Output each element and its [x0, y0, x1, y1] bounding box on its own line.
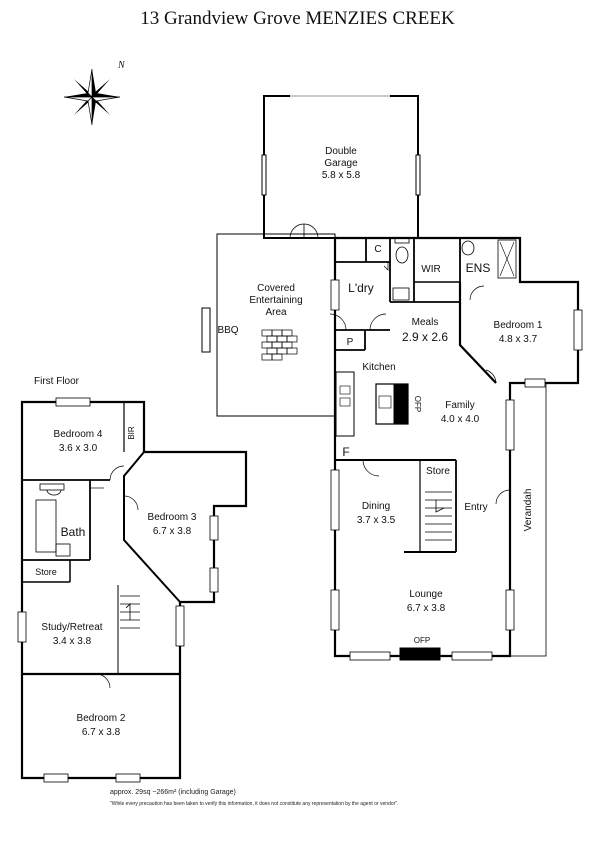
ofp-lounge-label: OFP	[414, 636, 430, 645]
page-title: 13 Grandview Grove MENZIES CREEK	[140, 8, 455, 29]
cupboard-label: C	[374, 244, 381, 255]
meals-label: Meals	[412, 317, 439, 328]
garage-label-line1: Double	[325, 146, 357, 157]
bath-label: Bath	[61, 525, 86, 539]
ofp-kitchen-label: OFP	[413, 396, 422, 412]
bedroom-2-size: 6.7 x 3.8	[82, 727, 121, 738]
dining-size: 3.7 x 3.5	[357, 515, 396, 526]
floor-area-note: approx. 29sq ~266m² (including Garage)	[110, 789, 236, 796]
first-floor-label: First Floor	[34, 376, 79, 387]
f-label: F	[342, 445, 349, 459]
bbq-brick-icon	[261, 329, 298, 361]
study-size: 3.4 x 3.8	[53, 636, 92, 647]
wir-label: WIR	[421, 264, 440, 275]
meals-size: 2.9 x 2.6	[402, 330, 448, 344]
bedroom-3-label: Bedroom 3	[148, 512, 197, 523]
bedroom-4-label: Bedroom 4	[54, 429, 103, 440]
compass-rose-icon	[63, 68, 121, 126]
pantry-label: P	[347, 337, 354, 348]
lounge-label: Lounge	[409, 589, 443, 600]
first-floor-outer-walls	[20, 400, 248, 676]
entry-label: Entry	[464, 502, 487, 513]
laundry-label: L'dry	[348, 281, 374, 295]
bedroom-1-label: Bedroom 1	[494, 320, 543, 331]
bir-label: BIR	[127, 426, 136, 440]
study-label: Study/Retreat	[41, 622, 102, 633]
entertaining-label-line2: Entertaining	[249, 295, 302, 306]
bedroom-2-label: Bedroom 2	[77, 713, 126, 724]
store-first-label: Store	[35, 567, 57, 577]
north-label: N	[118, 60, 125, 71]
entertaining-label-line1: Covered	[257, 283, 295, 294]
bedroom-4-size: 3.6 x 3.0	[59, 443, 98, 454]
lounge-size: 6.7 x 3.8	[407, 603, 446, 614]
verandah-label: Verandah	[523, 489, 534, 532]
bedroom-1-size: 4.8 x 3.7	[499, 334, 538, 345]
disclaimer-note: "While every precaution has been taken t…	[110, 801, 399, 807]
entertaining-label-line3: Area	[265, 307, 287, 318]
garage-size: 5.8 x 5.8	[322, 170, 361, 181]
family-size: 4.0 x 4.0	[441, 414, 480, 425]
family-label: Family	[445, 400, 474, 411]
dining-label: Dining	[362, 501, 390, 512]
bbq-label: BBQ	[217, 325, 238, 336]
ens-label: ENS	[466, 261, 491, 275]
kitchen-label: Kitchen	[362, 362, 395, 373]
garage-label-line2: Garage	[324, 158, 358, 169]
store-ground-label: Store	[426, 466, 450, 477]
bedroom-3-size: 6.7 x 3.8	[153, 526, 192, 537]
ground-floor-outer-walls	[333, 236, 580, 658]
